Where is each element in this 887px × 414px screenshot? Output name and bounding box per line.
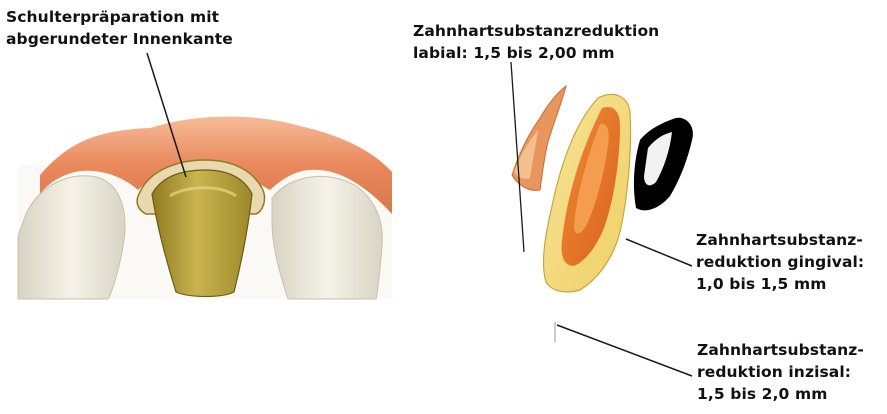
- label-labial-reduction: Zahnhartsubstanzreduktion labial: 1,5 bi…: [413, 20, 659, 64]
- label-shoulder-line2: abgerundeter Innenkante: [6, 28, 233, 50]
- leader-line-incisal: [557, 325, 692, 376]
- label-incisal-line3: 1,5 bis 2,0 mm: [697, 383, 864, 405]
- label-incisal-reduction: Zahnhartsubstanz- reduktion inzisal: 1,5…: [697, 339, 864, 405]
- label-gingival-line3: 1,0 bis 1,5 mm: [696, 273, 864, 295]
- label-gingival-line2: reduktion gingival:: [696, 251, 864, 273]
- crown-cross-section: [512, 86, 693, 292]
- leader-line-gingival: [626, 239, 692, 266]
- label-labial-line2: labial: 1,5 bis 2,00 mm: [413, 42, 659, 64]
- label-labial-line1: Zahnhartsubstanzreduktion: [413, 20, 659, 42]
- label-incisal-line1: Zahnhartsubstanz-: [697, 339, 864, 361]
- label-gingival-line1: Zahnhartsubstanz-: [696, 229, 864, 251]
- label-gingival-reduction: Zahnhartsubstanz- reduktion gingival: 1,…: [696, 229, 864, 295]
- tooth-right: [272, 176, 382, 299]
- label-incisal-line2: reduktion inzisal:: [697, 361, 864, 383]
- anterior-teeth-illustration: [18, 117, 392, 300]
- label-shoulder-line1: Schulterpräparation mit: [6, 6, 233, 28]
- label-shoulder-preparation: Schulterpräparation mit abgerundeter Inn…: [6, 6, 233, 50]
